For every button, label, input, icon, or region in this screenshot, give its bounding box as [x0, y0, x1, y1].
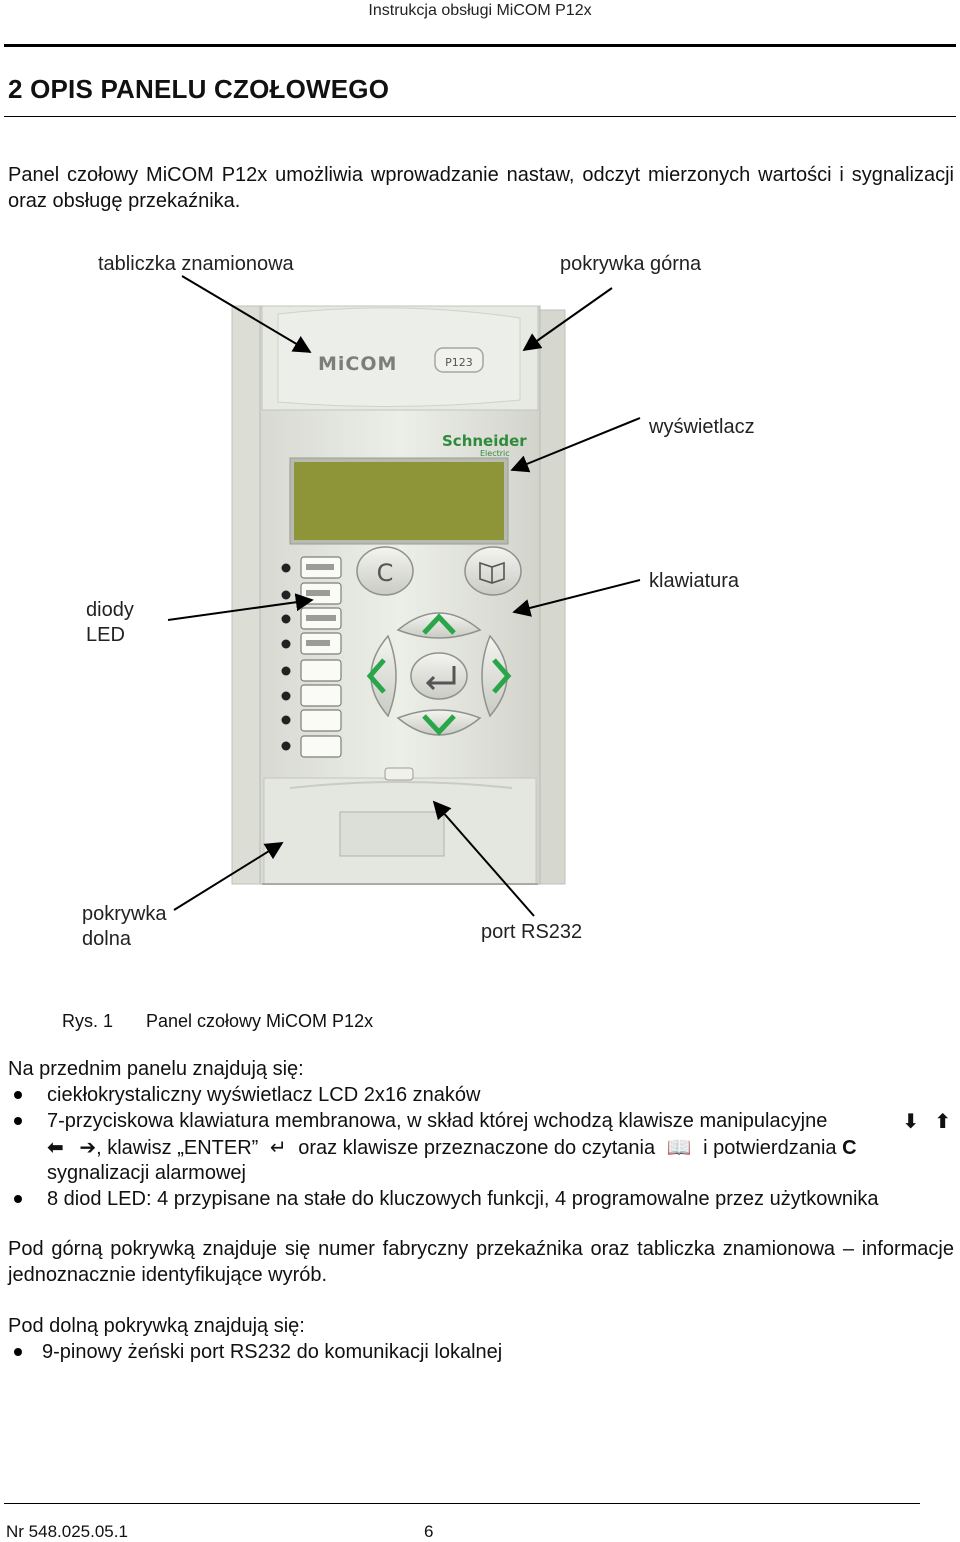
right-key — [481, 634, 508, 718]
lcd-display — [294, 462, 504, 540]
bullet — [14, 1195, 22, 1203]
figure: MiCOM P123 Schneider Electric C — [0, 240, 960, 970]
arrow-right-icon: ➔ — [79, 1135, 97, 1159]
list-item-continued: sygnalizacji alarmowej — [47, 1162, 246, 1184]
callout-arrow-bottom-cover — [173, 842, 284, 911]
callout-bottom-cover-2: dolna — [82, 928, 131, 950]
running-header: Instrukcja obsługi MiCOM P12x — [368, 2, 592, 19]
svg-text:P123: P123 — [445, 356, 473, 369]
intro-paragraph: Panel czołowy MiCOM P12x umożliwia wprow… — [8, 164, 954, 212]
callout-nameplate: tabliczka znamionowa — [98, 253, 294, 275]
list-item-continued: ⬅ ➔, klawisz „ENTER” ↵ oraz klawisze prz… — [47, 1135, 857, 1159]
book-icon: 📖 — [666, 1135, 692, 1159]
callout-display: wyświetlacz — [649, 416, 755, 438]
down-key — [396, 709, 482, 736]
list-item-text: 7-przyciskowa klawiatura membranowa, w s… — [47, 1110, 828, 1132]
enter-key — [410, 652, 468, 700]
micom-logo: MiCOM — [318, 353, 397, 375]
header-rule — [4, 44, 956, 47]
callout-top-cover: pokrywka górna — [560, 253, 702, 275]
callout-arrow-rs232 — [432, 800, 535, 917]
callout-arrow-leds — [167, 593, 314, 621]
bullet — [14, 1091, 22, 1099]
section-rule — [4, 116, 956, 117]
arrow-down-icon: ⬇ — [902, 1109, 919, 1133]
svg-text:Schneider: Schneider — [442, 432, 527, 450]
arrow-left-icon: ⬅ — [47, 1135, 64, 1159]
enter-icon: ↵ — [269, 1135, 287, 1159]
bottom-list-lead: Pod dolną pokrywką znajdują się: — [8, 1315, 305, 1337]
callout-leds-1: diody — [86, 599, 134, 621]
up-key — [396, 612, 482, 639]
clear-key — [356, 546, 414, 596]
callout-arrow-display — [510, 417, 641, 473]
led-column — [281, 563, 291, 751]
figure-caption-text: Panel czołowy MiCOM P12x — [146, 1011, 374, 1031]
arrow-up-icon: ⬆ — [934, 1109, 951, 1133]
callout-rs232: port RS232 — [481, 921, 583, 943]
device-illustration: MiCOM P123 Schneider Electric C — [167, 275, 641, 917]
svg-text:C: C — [377, 559, 394, 587]
section-title: 2 OPIS PANELU CZOŁOWEGO — [8, 74, 390, 104]
top-cover-paragraph: Pod górną pokrywką znajduje się numer fa… — [8, 1238, 954, 1286]
front-list-lead: Na przednim panelu znajdują się: — [8, 1058, 304, 1080]
figure-caption-number: Rys. 1 — [62, 1011, 114, 1031]
bullet — [14, 1117, 22, 1125]
svg-text:Electric: Electric — [480, 449, 510, 458]
list-item: 7-przyciskowa klawiatura membranowa, w s… — [47, 1108, 957, 1134]
callout-arrow-keypad — [512, 579, 641, 617]
callout-keypad: klawiatura — [649, 570, 740, 592]
list-item: 9-pinowy żeński port RS232 do komunikacj… — [42, 1341, 503, 1363]
list-item: ciekłokrystaliczny wyświetlacz LCD 2x16 … — [47, 1084, 481, 1106]
bullet — [14, 1348, 22, 1356]
callout-arrow-nameplate — [181, 275, 312, 353]
read-key — [464, 546, 522, 596]
callout-arrow-top-cover — [522, 287, 613, 352]
left-key — [370, 634, 397, 718]
list-item: 8 diod LED: 4 przypisane na stałe do klu… — [47, 1188, 879, 1210]
footer-rule — [4, 1503, 920, 1504]
page-number: 6 — [424, 1522, 434, 1541]
callout-bottom-cover-1: pokrywka — [82, 903, 167, 925]
callout-leds-2: LED — [86, 624, 125, 646]
document-number: Nr 548.025.05.1 — [6, 1522, 128, 1541]
